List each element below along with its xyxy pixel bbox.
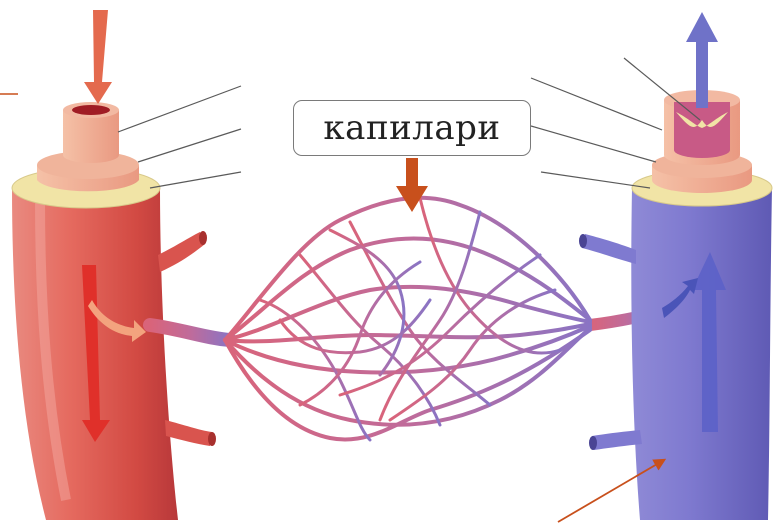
leader-artery-middle <box>138 129 241 162</box>
capillary-pointer-arrow <box>396 158 428 212</box>
vein-branch-lower-opening <box>589 436 597 450</box>
artery-branch-lower-opening <box>208 432 216 446</box>
capillaries-label: капилари <box>293 100 531 156</box>
vein-lumen <box>674 102 730 158</box>
artery-branch-upper <box>158 232 205 272</box>
vein-branch-upper <box>582 234 636 264</box>
leader-vein-outer <box>541 172 650 188</box>
vein-branch-upper-opening <box>579 234 587 248</box>
vein <box>579 12 772 520</box>
vein-branch-lower <box>592 430 642 450</box>
artery-branch-upper-opening <box>199 231 207 245</box>
artery-lumen <box>72 105 110 115</box>
leader-vein-inner <box>531 78 662 130</box>
artery-branch-lower <box>165 420 212 446</box>
vein-body <box>631 188 772 520</box>
leader-vein-valve <box>624 58 700 120</box>
leader-artery-outer <box>150 172 241 188</box>
leader-vein-middle <box>531 126 656 162</box>
artery-inflow-arrow <box>84 10 112 104</box>
leader-artery-inner <box>118 86 241 132</box>
artery <box>12 10 216 520</box>
